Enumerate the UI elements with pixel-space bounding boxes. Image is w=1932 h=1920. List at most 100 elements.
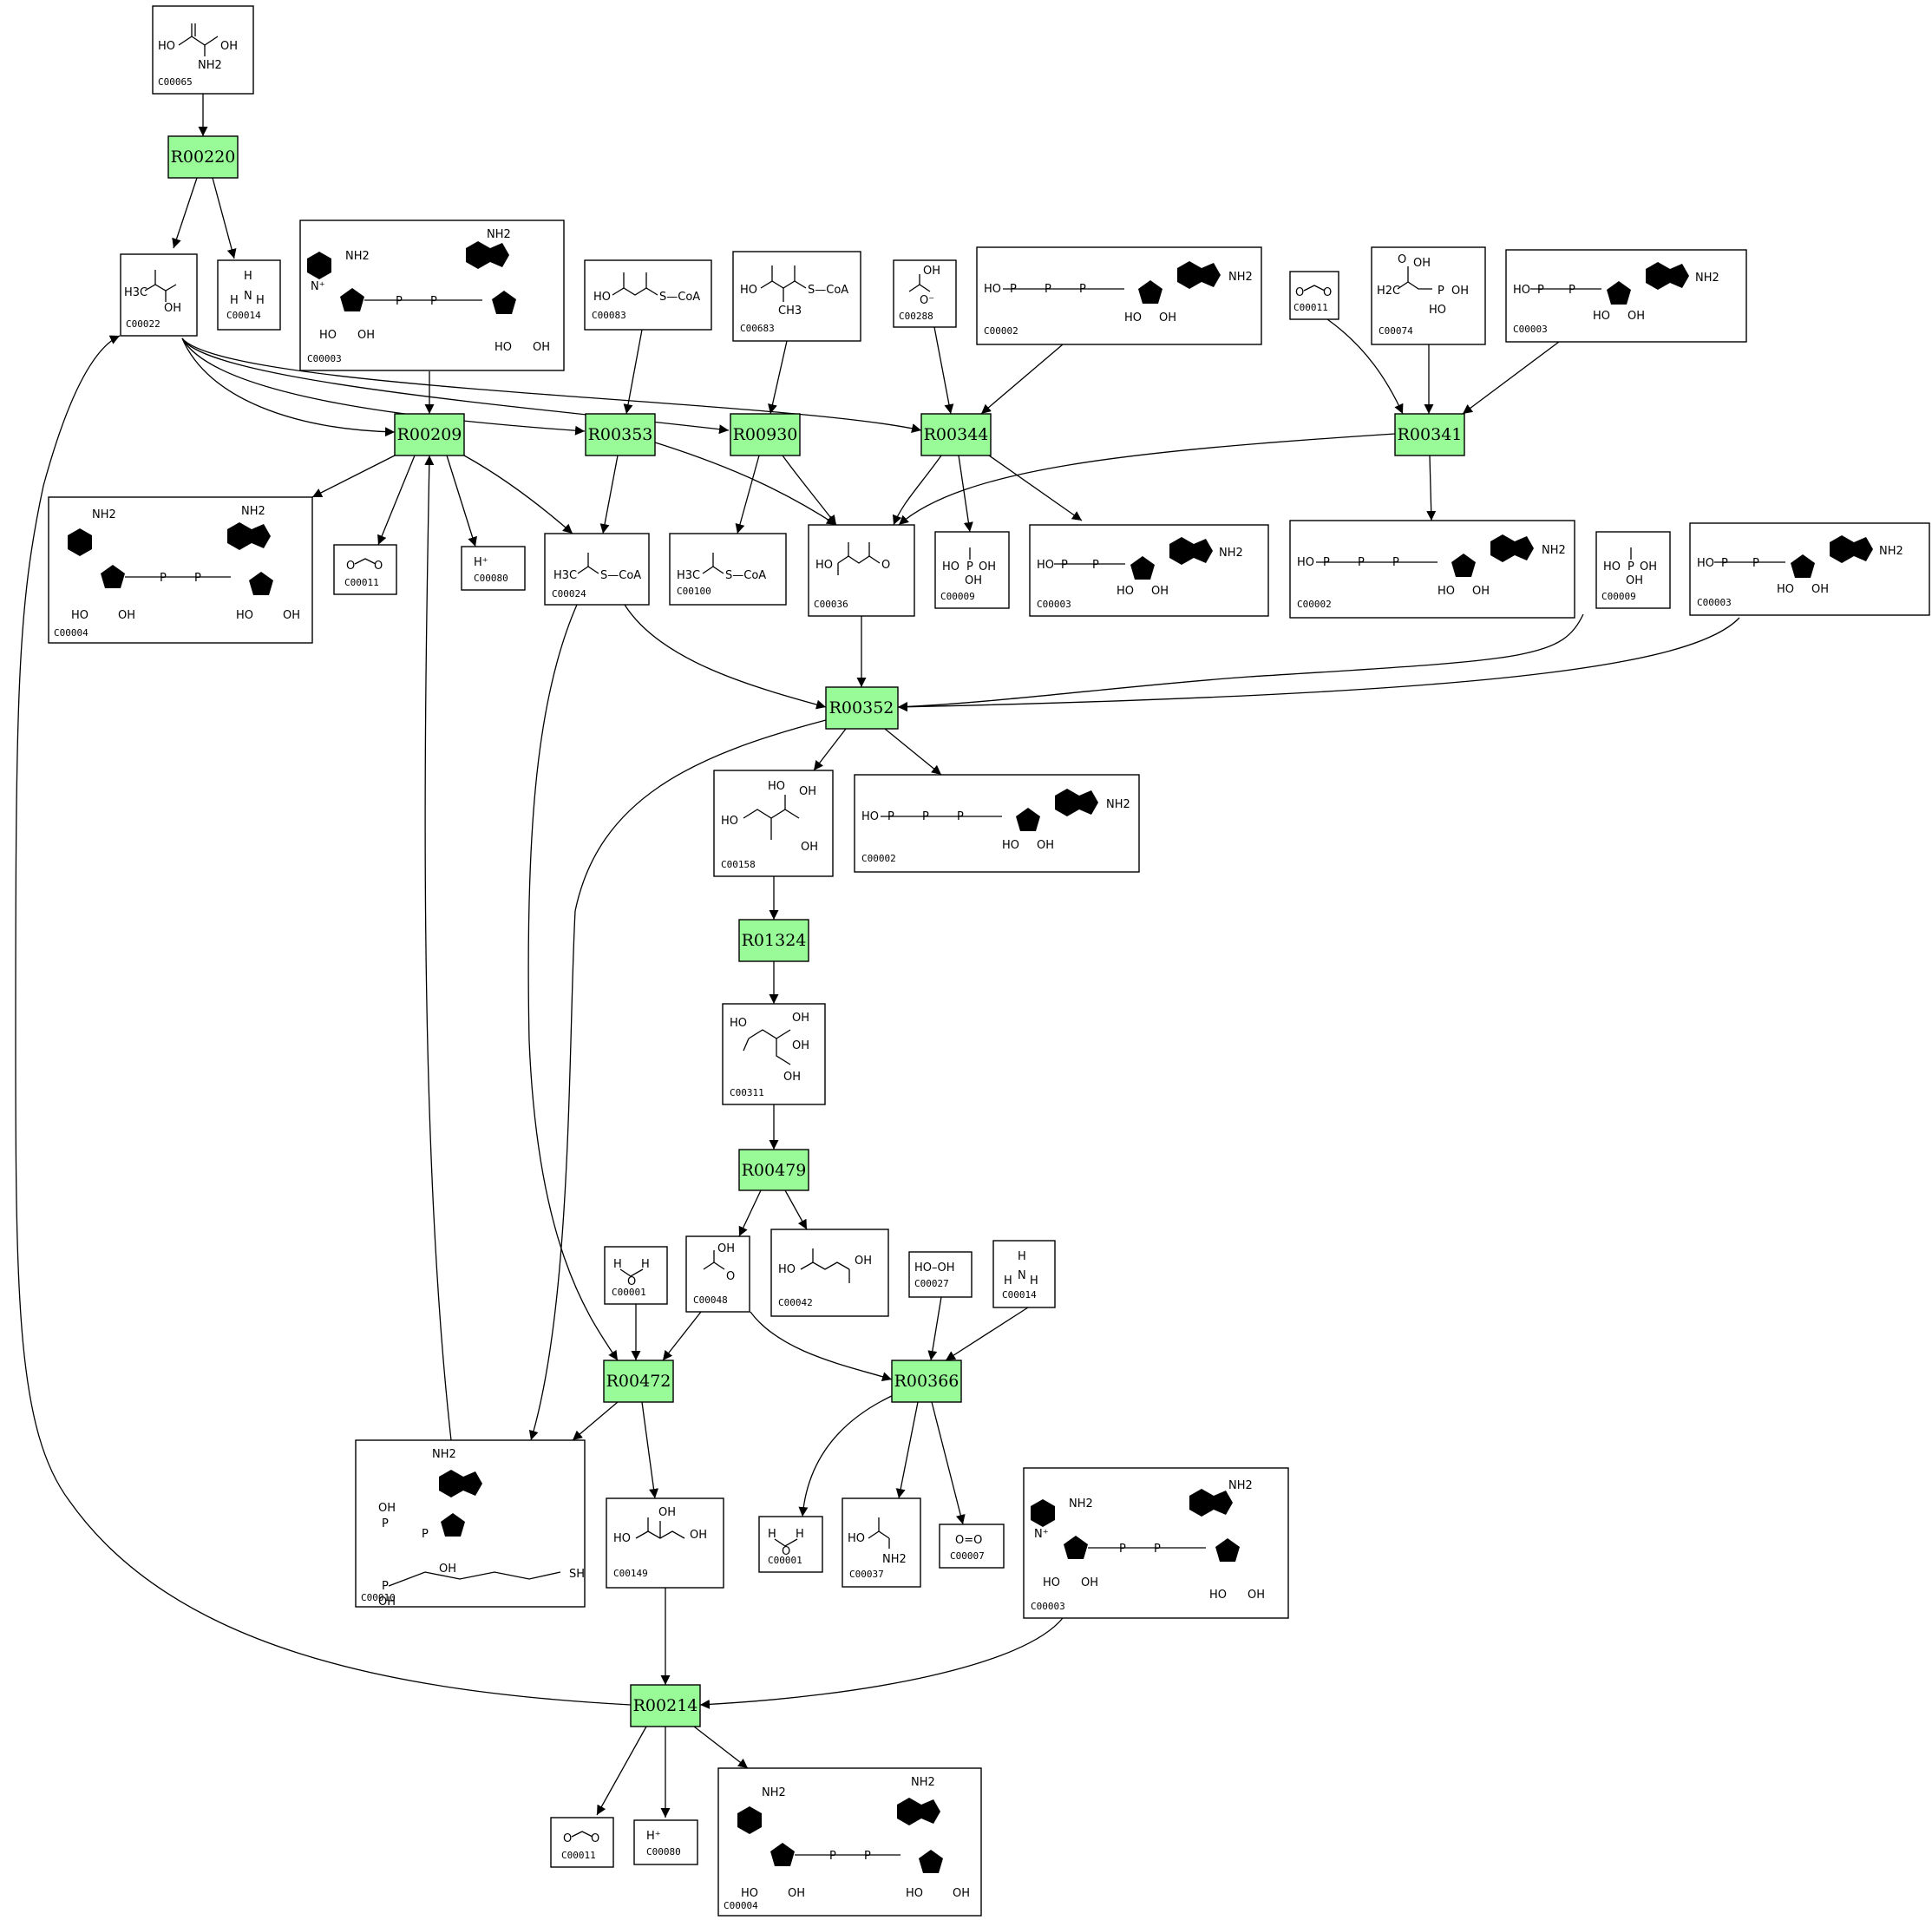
compound-c00080-a[interactable]: H⁺ C00080 (461, 546, 526, 591)
compound-c00011-a[interactable]: O O C00011 (1289, 271, 1339, 320)
edge-r00209-c00024 (463, 455, 573, 534)
compound-c00149[interactable]: HO OH OH C00149 (606, 1497, 724, 1589)
reaction-r00214[interactable]: R00214 (630, 1684, 701, 1727)
svg-text:NH2: NH2 (345, 250, 370, 263)
svg-text:R00344: R00344 (924, 425, 989, 444)
edge-c00083-r00353 (623, 329, 643, 415)
structure-nadh: NH2 P P NH2 HO OH HO OH (68, 505, 300, 622)
compound-c00080-b[interactable]: H⁺ C00080 (633, 1819, 698, 1865)
reaction-r00220[interactable]: R00220 (167, 135, 239, 179)
svg-text:P: P (194, 572, 201, 585)
compound-c00683[interactable]: HO S—CoA CH3 C00683 (732, 251, 861, 342)
compound-c00002-c[interactable]: HO P P P NH2 HO OH C00002 (854, 774, 1140, 873)
compound-c00003-c[interactable]: HO P P NH2 HO OH C00003 (1029, 524, 1269, 617)
svg-text:C00001: C00001 (768, 1555, 802, 1566)
edge-c00022-r00353 (181, 337, 586, 436)
svg-text:NH2: NH2 (762, 1786, 786, 1799)
svg-text:P: P (829, 1850, 836, 1863)
svg-text:HO: HO (984, 283, 1001, 296)
structure-adp: HO P P NH2 HO OH (1513, 262, 1719, 323)
compound-c00003-b[interactable]: HO P P NH2 HO OH C00003 (1505, 249, 1747, 343)
svg-text:P: P (1627, 560, 1634, 573)
reaction-r00472[interactable]: R00472 (603, 1360, 674, 1403)
compound-c00065[interactable]: HO OH NH2 C00065 (152, 5, 254, 95)
compound-c00004-a[interactable]: NH2 P P NH2 HO OH HO OH C00004 (48, 496, 313, 644)
compound-c00011-c[interactable]: O O C00011 (550, 1817, 614, 1868)
reaction-r00341[interactable]: R00341 (1394, 413, 1465, 456)
compound-c00002-b[interactable]: HO P P P NH2 HO OH C00002 (1289, 520, 1575, 619)
svg-text:HO: HO (730, 1017, 747, 1030)
compound-c00014-b[interactable]: H N H H C00014 (992, 1240, 1056, 1308)
compound-c00001-b[interactable]: H O H C00001 (758, 1516, 823, 1573)
svg-text:NH2: NH2 (1228, 271, 1253, 284)
svg-text:CH3: CH3 (778, 305, 802, 318)
compound-c00036[interactable]: HO O C00036 (808, 524, 915, 617)
svg-text:OH: OH (378, 1596, 396, 1609)
edge-r00353-c00024 (599, 455, 619, 534)
compound-c00002-a[interactable]: HO P P P NH2 HO OH C00002 (976, 246, 1262, 345)
svg-text:HO: HO (1002, 839, 1019, 852)
edge-r00209-c00011 (377, 455, 416, 546)
svg-text:OH: OH (1811, 583, 1829, 596)
edge-r00930-c00036 (782, 455, 837, 526)
svg-text:H: H (1004, 1275, 1012, 1288)
compound-c00009-a[interactable]: HO P OH OH C00009 (934, 531, 1010, 609)
compound-c00014-a[interactable]: H N H H C00014 (217, 259, 281, 331)
svg-text:R00472: R00472 (606, 1372, 671, 1391)
structure-glyoxylate: OH O (703, 1242, 735, 1283)
svg-text:HO: HO (236, 609, 253, 622)
svg-text:O=O: O=O (955, 1534, 982, 1547)
svg-text:H: H (796, 1528, 804, 1541)
compound-c00003-d[interactable]: HO P P NH2 HO OH C00003 (1689, 522, 1930, 616)
compound-c00011-b[interactable]: O O C00011 (333, 544, 397, 595)
structure-oxaloacetate: HO O (815, 542, 890, 575)
compound-c00001-a[interactable]: H O H C00001 (604, 1246, 668, 1305)
compound-c00048[interactable]: OH O C00048 (685, 1235, 750, 1313)
compound-c00007[interactable]: O=O C00007 (939, 1524, 1005, 1569)
reaction-r00353[interactable]: R00353 (585, 413, 656, 456)
svg-text:P: P (887, 810, 894, 823)
compound-c00004-b[interactable]: NH2 P P NH2 HO OH HO OH C00004 (717, 1767, 982, 1917)
structure-bicarbonate: OH O⁻ (908, 265, 940, 307)
compound-c00083[interactable]: HO S—CoA C00083 (584, 259, 712, 331)
svg-text:C00024: C00024 (552, 588, 586, 600)
compound-c00003-e[interactable]: NH2 N⁺ P P NH2 HO OH HO OH C00003 (1023, 1467, 1289, 1619)
structure-proton: H⁺ (646, 1830, 661, 1843)
svg-text:S—CoA: S—CoA (659, 291, 700, 304)
compound-c00037[interactable]: HO NH2 C00037 (842, 1497, 921, 1588)
reaction-r00209[interactable]: R00209 (394, 413, 465, 456)
reaction-r01324[interactable]: R01324 (738, 919, 809, 962)
compound-c00074[interactable]: O OH H2C P OH HO C00074 (1371, 246, 1486, 345)
reaction-r00344[interactable]: R00344 (920, 413, 992, 456)
reaction-r00366[interactable]: R00366 (891, 1360, 962, 1403)
svg-text:OH: OH (1037, 839, 1054, 852)
svg-text:OH: OH (717, 1242, 735, 1255)
svg-text:HO: HO (1438, 585, 1455, 598)
compound-c00311[interactable]: HO OH OH OH C00311 (722, 1003, 826, 1105)
svg-text:NH2: NH2 (1228, 1479, 1253, 1492)
structure-serine: HO OH NH2 (158, 23, 238, 72)
reaction-r00479[interactable]: R00479 (738, 1149, 809, 1191)
compound-c00158[interactable]: HO HO OH OH C00158 (713, 770, 834, 877)
compound-c00027[interactable]: HO–OH C00027 (908, 1251, 973, 1298)
structure-nad: NH2 N⁺ P P NH2 HO OH HO OH (1031, 1479, 1265, 1602)
compound-c00009-b[interactable]: HO P OH OH C00009 (1595, 531, 1671, 609)
svg-text:S—CoA: S—CoA (725, 569, 766, 582)
compound-c00042[interactable]: HO OH C00042 (770, 1229, 889, 1317)
svg-text:C00683: C00683 (740, 323, 775, 334)
reaction-r00352[interactable]: R00352 (825, 686, 899, 730)
edge-c00288-r00344 (933, 326, 954, 415)
svg-text:H⁺: H⁺ (474, 556, 488, 569)
compound-c00010[interactable]: NH2 P OH P P OH SH OH C00010 (355, 1439, 586, 1609)
compound-c00022[interactable]: H3C OH C00022 (120, 253, 198, 337)
svg-text:C00080: C00080 (646, 1846, 681, 1858)
compound-c00024[interactable]: H3C S—CoA C00024 (544, 533, 650, 606)
compound-c00288[interactable]: OH O⁻ C00288 (893, 259, 957, 328)
svg-text:HO–OH: HO–OH (914, 1261, 955, 1275)
compound-c00003-a[interactable]: NH2 N⁺ P P NH2 HO OH HO OH C00003 (299, 220, 565, 371)
reaction-r00930[interactable]: R00930 (730, 413, 801, 456)
structure-atp: HO P P P NH2 HO OH (984, 261, 1253, 324)
compound-c00100[interactable]: H3C S—CoA C00100 (669, 533, 787, 606)
svg-text:OH: OH (357, 329, 375, 342)
svg-text:O: O (591, 1832, 599, 1845)
